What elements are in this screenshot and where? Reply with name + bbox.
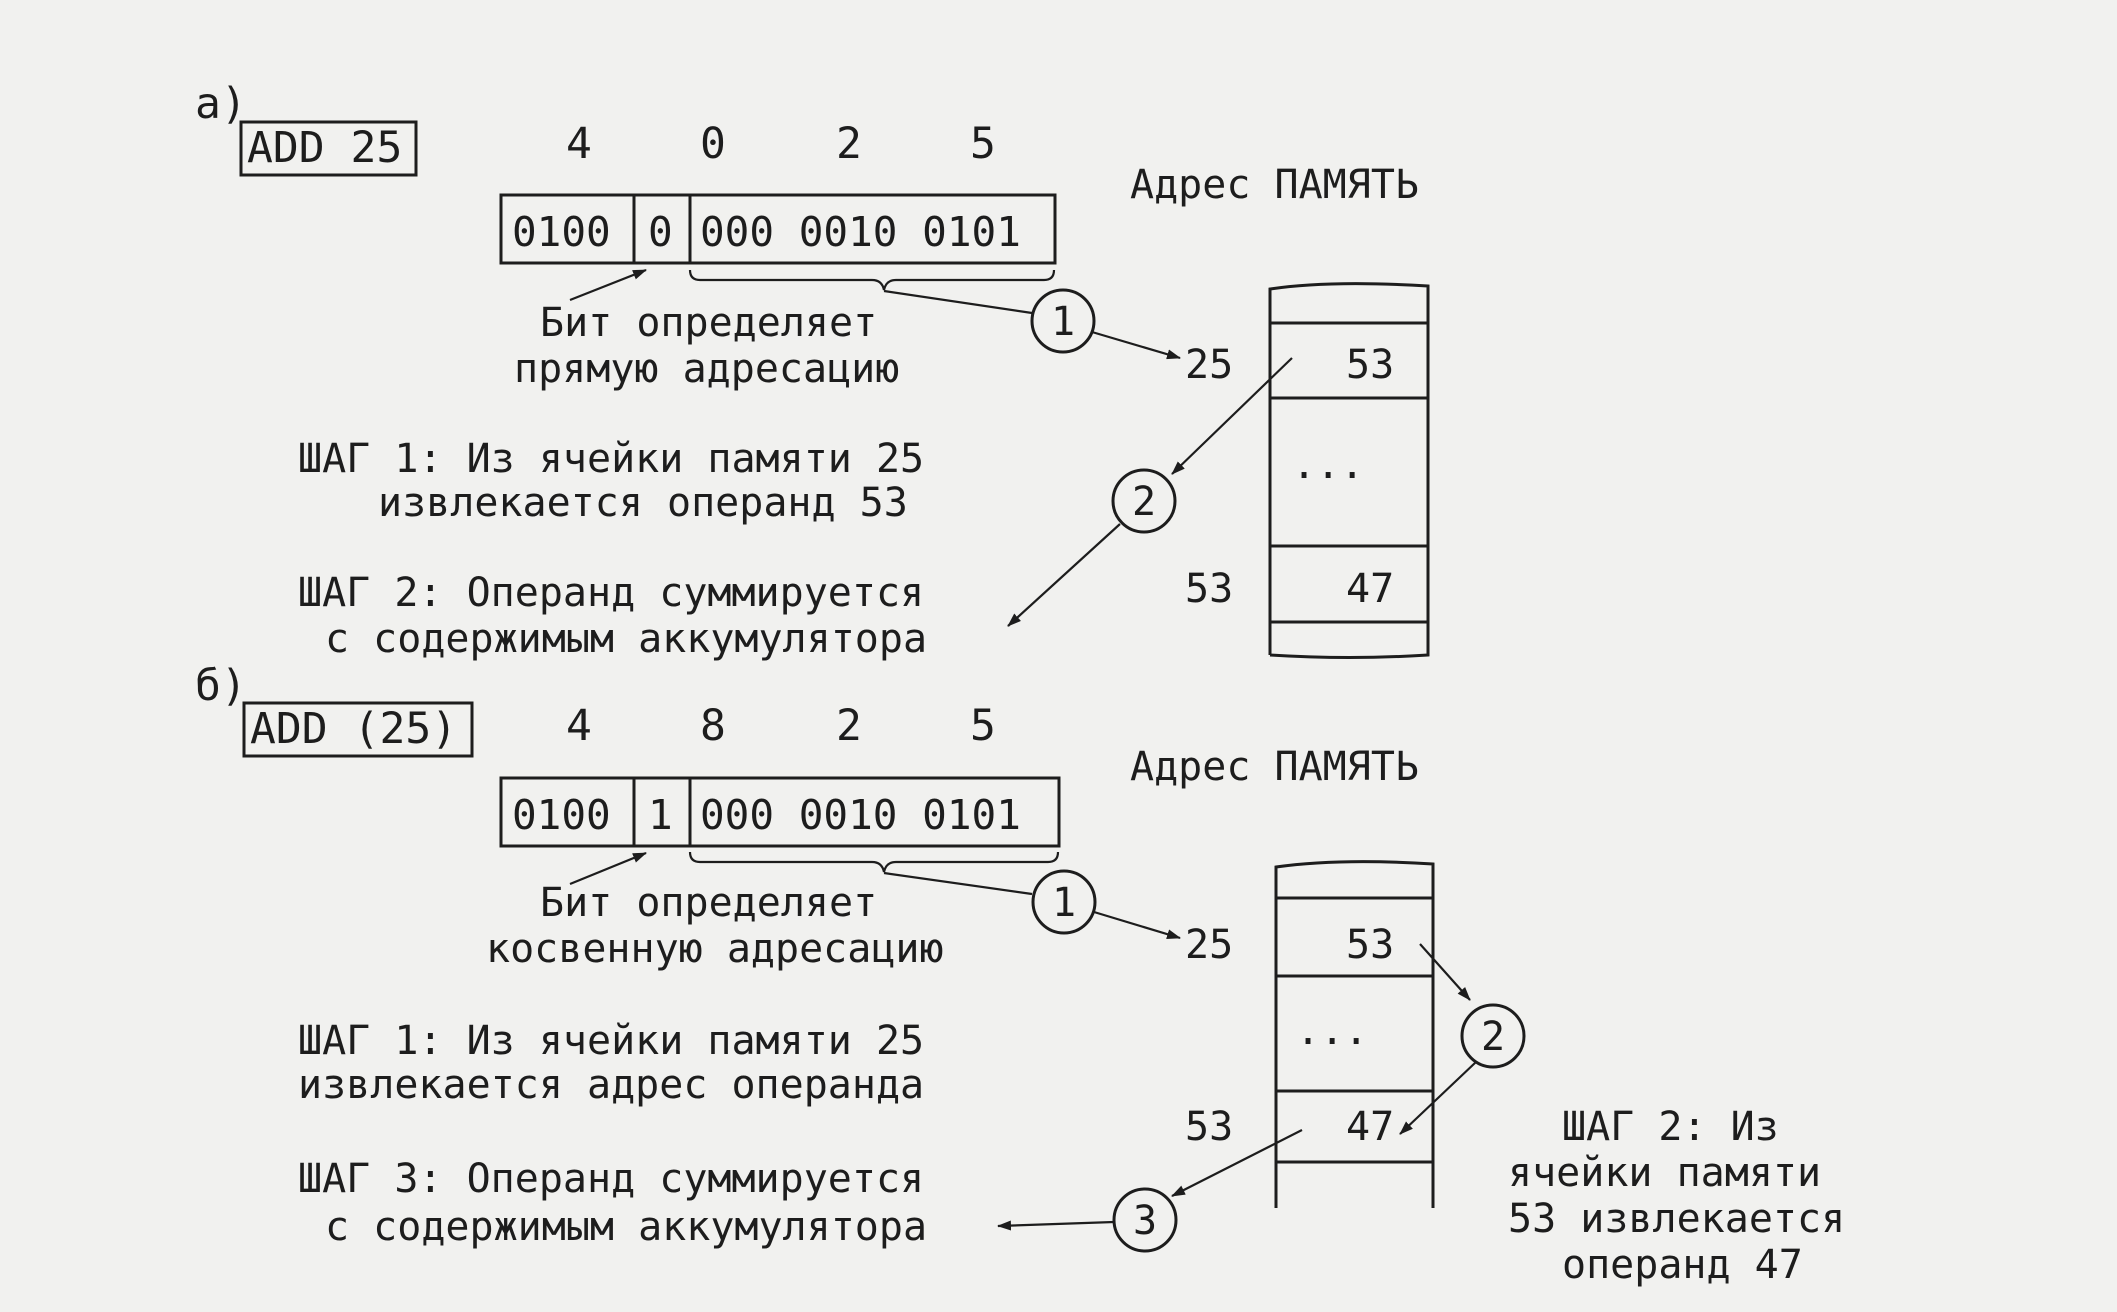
part-a-instruction-word: 0100 0 000 0010 0101 — [499, 193, 1057, 291]
step-2-marker — [1460, 1003, 1526, 1069]
step-3-arrow-in — [1171, 1129, 1303, 1197]
memory-ellipsis: ... — [1292, 442, 1364, 488]
memory-block — [1274, 860, 1435, 1208]
memory-address: 53 — [1185, 566, 1233, 612]
part-b-instruction: ADD (25) — [250, 704, 457, 754]
mode-bit: 1 — [648, 791, 673, 839]
part-a-step1-line1: ШАГ 1: Из ячейки памяти 25 — [298, 436, 924, 482]
part-a-step2-line1: ШАГ 2: Операнд суммируется — [298, 570, 924, 616]
part-b-instruction-word: 0100 1 000 0010 0101 — [499, 776, 1061, 873]
address-bits: 000 0010 0101 — [700, 208, 1021, 256]
step-2-arrow-out — [1399, 1061, 1477, 1135]
bit-pointer-arrow — [569, 851, 647, 886]
step-3-marker — [1112, 1187, 1178, 1253]
part-b-hex-digits: 4 8 2 5 — [566, 701, 996, 751]
part-b-bit-note-line1: Бит определяет — [540, 880, 877, 926]
memory-value: 53 — [1346, 922, 1394, 968]
part-b-step1-line2: извлекается адрес операнда — [298, 1062, 924, 1108]
part-b-step2-line3: 53 извлекается — [1508, 1196, 1845, 1242]
part-b-memory: 25 53 ... 53 47 — [1185, 860, 1435, 1208]
part-b-step2-line2: ячейки памяти — [1508, 1150, 1821, 1196]
part-a-label: а) — [195, 79, 247, 129]
hex-digit: 5 — [970, 701, 996, 751]
hex-digit: 5 — [970, 119, 996, 169]
part-b-instruction-box — [242, 701, 474, 758]
hex-digit: 2 — [836, 119, 862, 169]
step-1-marker — [1030, 288, 1096, 354]
step-1-arrow — [1093, 910, 1181, 940]
memory-value: 47 — [1346, 566, 1394, 612]
step-2-arrow-out — [1007, 523, 1121, 627]
part-a-step1-line2: извлекается операнд 53 — [378, 480, 908, 526]
opcode-bits: 0100 — [512, 208, 611, 256]
step-2-arrow-in — [1171, 357, 1293, 475]
instruction-word-box — [499, 193, 1057, 265]
svg-text:2: 2 — [1481, 1014, 1505, 1060]
memory-address: 53 — [1185, 1104, 1233, 1150]
bit-pointer-arrow — [569, 268, 647, 302]
memory-address: 25 — [1185, 922, 1233, 968]
svg-text:3: 3 — [1133, 1198, 1157, 1244]
part-b-step2-line1: ШАГ 2: Из — [1562, 1104, 1779, 1150]
memory-value: 53 — [1346, 342, 1394, 388]
step-3-arrow-out — [997, 1220, 1115, 1231]
part-b-bit-note-line2: косвенную адресацию — [486, 926, 944, 972]
part-b-memory-header: Адрес ПАМЯТЬ — [1130, 744, 1419, 790]
part-a-memory-header: Адрес ПАМЯТЬ — [1130, 162, 1419, 208]
address-brace — [688, 851, 1060, 873]
instruction-word-box — [499, 776, 1061, 848]
step-1-marker — [1031, 869, 1097, 935]
address-bits: 000 0010 0101 — [700, 791, 1021, 839]
hex-digit: 2 — [836, 701, 862, 751]
memory-address: 25 — [1185, 342, 1233, 388]
hex-digit: 0 — [700, 119, 726, 169]
part-a-step2-line2: с содержимым аккумулятора — [325, 616, 927, 662]
part-a-hex-digits: 4 0 2 5 — [566, 119, 996, 169]
part-b-label: б) — [195, 661, 247, 711]
step-1-arrow — [1091, 330, 1181, 360]
part-a: а) ADD 25 4 0 2 5 0100 0 000 0010 0101 Б… — [195, 79, 1430, 662]
svg-text:1: 1 — [1051, 299, 1075, 345]
address-brace — [688, 269, 1056, 291]
svg-text:2: 2 — [1132, 479, 1156, 525]
part-b: б) ADD (25) 4 8 2 5 0100 1 000 0010 0101… — [195, 661, 1845, 1288]
step-2-arrow-in — [1419, 943, 1471, 1001]
memory-value: 47 — [1346, 1104, 1394, 1150]
part-b-step2-line4: операнд 47 — [1562, 1242, 1803, 1288]
svg-text:1: 1 — [1052, 880, 1076, 926]
memory-block — [1268, 282, 1430, 659]
hex-digit: 8 — [700, 701, 726, 751]
opcode-bits: 0100 — [512, 791, 611, 839]
memory-ellipsis: ... — [1296, 1008, 1368, 1054]
part-a-instruction: ADD 25 — [247, 123, 402, 173]
part-a-instruction-box — [239, 120, 418, 177]
mode-bit: 0 — [648, 208, 673, 256]
hex-digit: 4 — [566, 119, 592, 169]
part-a-memory: 25 53 ... 53 47 — [1185, 282, 1430, 659]
step-2-marker — [1111, 468, 1177, 534]
part-b-step1-line1: ШАГ 1: Из ячейки памяти 25 — [298, 1018, 924, 1064]
part-a-bit-note-line2: прямую адресацию — [514, 346, 899, 392]
part-b-step3-line2: с содержимым аккумулятора — [325, 1204, 927, 1250]
hex-digit: 4 — [566, 701, 592, 751]
part-b-step3-line1: ШАГ 3: Операнд суммируется — [298, 1156, 924, 1202]
part-a-bit-note-line1: Бит определяет — [540, 300, 877, 346]
